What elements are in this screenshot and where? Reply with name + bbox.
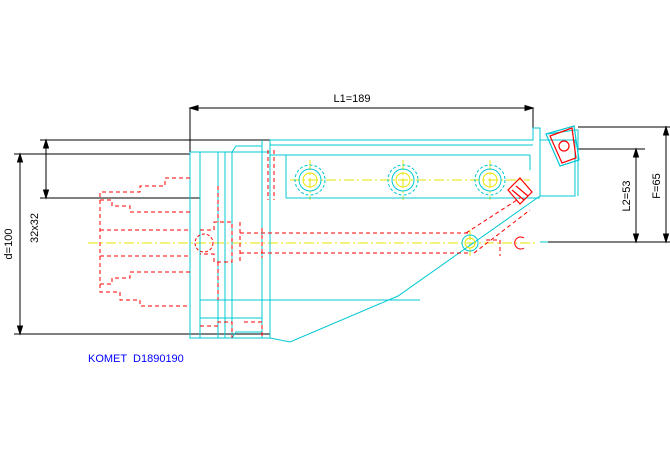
screw-hole-1 <box>294 164 326 196</box>
cutting-insert <box>545 125 580 167</box>
holder-body-outline <box>189 127 579 343</box>
shank-hole <box>194 233 214 253</box>
shank-size-label: 32x32 <box>29 213 41 243</box>
dimension-lines <box>14 104 670 336</box>
coolant-port <box>461 234 479 252</box>
coolant-exit <box>514 236 525 250</box>
part-number-label: KOMET D1890190 <box>88 353 184 365</box>
length-l2-label: L2=53 <box>621 181 633 212</box>
dimension-f-label: F=65 <box>651 173 663 198</box>
screw-holes <box>194 164 525 253</box>
diameter-d-label: d=100 <box>3 229 15 260</box>
screw-hole-3 <box>474 164 506 196</box>
hidden-lines <box>99 150 531 338</box>
center-lines <box>88 160 538 256</box>
clamp-screw <box>507 177 533 205</box>
length-l1-label: L1=189 <box>333 93 370 105</box>
screw-hole-2 <box>387 164 419 196</box>
